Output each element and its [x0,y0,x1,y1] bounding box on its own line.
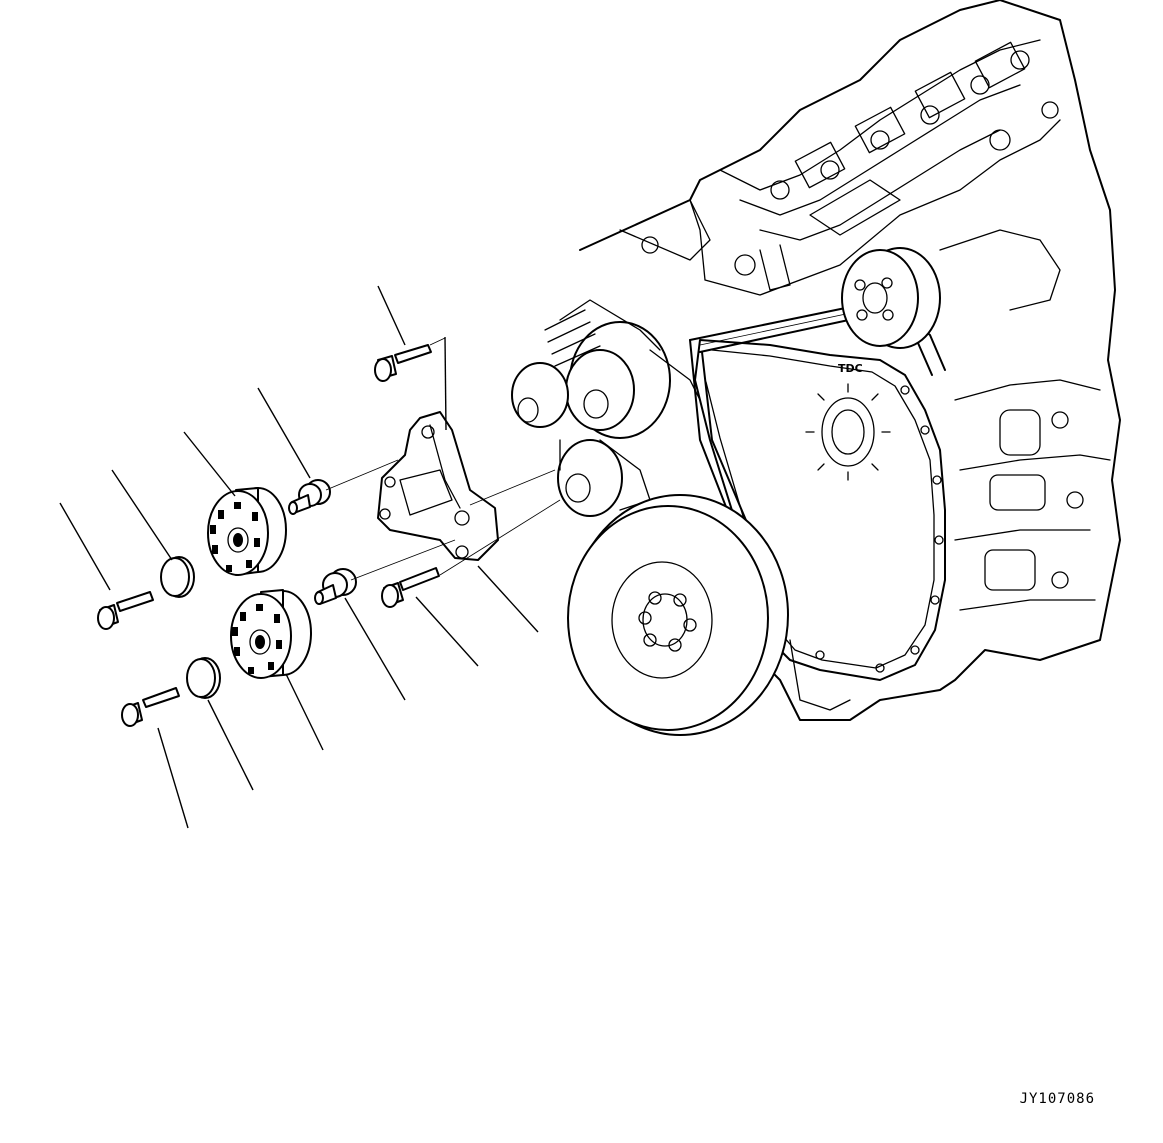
callout-leader-9 [285,673,324,751]
idler-pulley-icon [207,487,287,576]
callout-leader-10 [207,699,254,791]
callout-leader-7 [415,596,479,667]
callout-leader-8 [344,597,406,701]
alternator-icon [511,299,701,517]
flat-washer-icon [160,556,195,598]
callout-leader-5 [59,502,111,591]
flange-bolt-icon [374,344,432,382]
callout-leader-12 [444,336,447,431]
flange-bolt-icon [97,591,154,630]
pulley-shaft-icon [314,568,357,605]
callout-leader-3 [183,431,236,497]
crankshaft-pulley-icon [567,494,789,736]
mounting-bracket-icon [377,411,499,561]
callout-leader-6 [477,565,539,633]
callout-leader-2 [257,387,311,479]
flat-washer-icon [186,657,221,699]
callout-leader-1 [377,285,406,346]
callout-leader-4 [111,469,173,561]
idler-pulley-icon [230,589,312,679]
callout-leader-lines [59,285,539,829]
flange-bolt-icon [121,687,180,727]
tdc-label: TDC [838,362,863,375]
engine-front-view-icon: TDC [579,0,1121,721]
callout-leader-11 [157,727,189,829]
assembly-axis-lines [325,337,561,581]
fan-pulley-icon [841,247,941,349]
flange-bolt-icon [381,567,440,608]
drawing-id: JY107086 [1019,1091,1095,1107]
pulley-shaft-icon [288,479,331,515]
